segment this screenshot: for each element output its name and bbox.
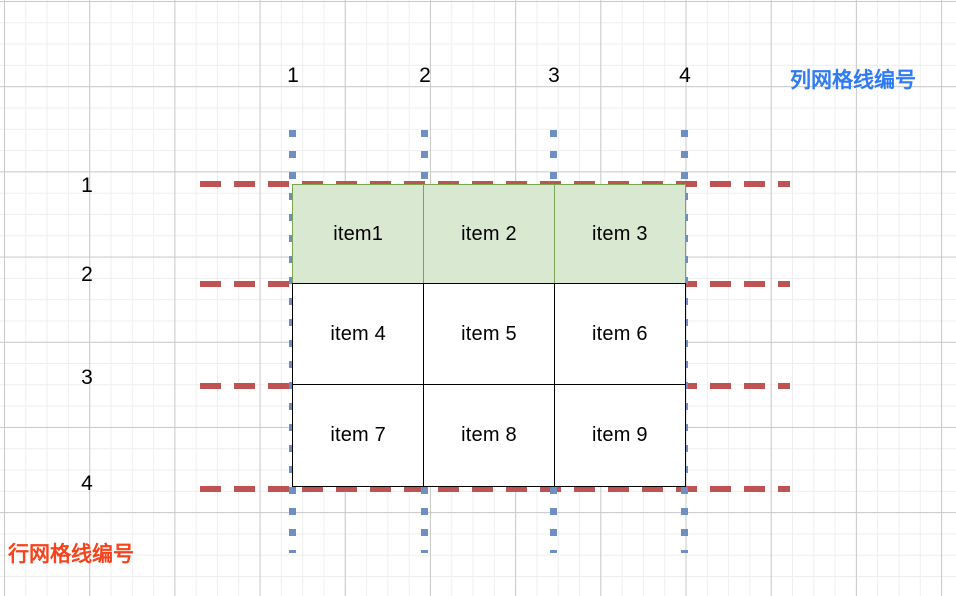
column-gridline-caption: 列网格线编号 — [790, 69, 916, 92]
row-number-label-3: 3 — [81, 366, 93, 389]
column-number-label-3: 3 — [548, 64, 560, 87]
column-number-label-4: 4 — [679, 64, 691, 87]
grid-row-3: item 7 item 8 item 9 — [292, 384, 686, 487]
grid-cell-item8: item 8 — [422, 384, 556, 487]
grid-cell-item6: item 6 — [553, 282, 686, 386]
row-gridline-caption: 行网格线编号 — [8, 543, 134, 566]
grid-cell-item4: item 4 — [292, 282, 425, 386]
grid-cell-item7: item 7 — [292, 384, 425, 487]
grid-cell-item1: item1 — [292, 184, 425, 284]
grid-cell-item9: item 9 — [553, 384, 686, 487]
grid-row-2: item 4 item 5 item 6 — [292, 282, 686, 386]
grid-cell-item2: item 2 — [422, 184, 556, 284]
row-number-label-4: 4 — [81, 472, 93, 495]
column-number-label-1: 1 — [287, 64, 299, 87]
row-number-label-2: 2 — [81, 263, 93, 286]
column-number-label-2: 2 — [419, 64, 431, 87]
grid-cell-item3: item 3 — [553, 184, 686, 284]
item-grid: item1 item 2 item 3 item 4 item 5 item 6… — [292, 184, 686, 490]
row-number-label-1: 1 — [81, 174, 93, 197]
grid-cell-item5: item 5 — [422, 282, 556, 386]
row-gridline-4 — [200, 486, 790, 492]
grid-row-1: item1 item 2 item 3 — [292, 184, 686, 284]
